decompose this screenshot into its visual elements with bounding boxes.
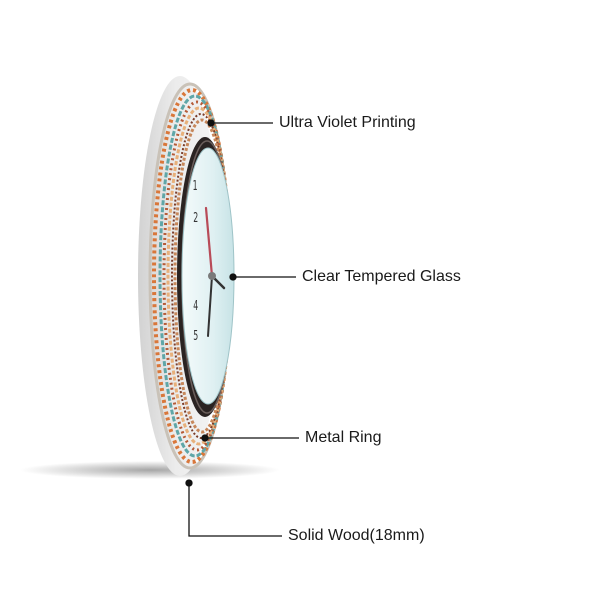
callout-tempered-glass: Clear Tempered Glass — [302, 268, 461, 285]
callout-lines — [185, 119, 299, 537]
floor-shadow — [20, 461, 280, 479]
callout-uv-printing: Ultra Violet Printing — [279, 114, 416, 131]
clock-hands — [204, 206, 226, 337]
svg-text:4: 4 — [193, 298, 198, 314]
callout-solid-wood: Solid Wood(18mm) — [288, 527, 425, 544]
callout-line-wood — [188, 483, 282, 537]
callout-metal-ring: Metal Ring — [305, 429, 382, 446]
dial-numerals: 1 2 4 5 — [193, 178, 199, 344]
svg-text:2: 2 — [193, 210, 198, 226]
svg-text:5: 5 — [193, 328, 198, 344]
svg-text:1: 1 — [193, 178, 198, 194]
